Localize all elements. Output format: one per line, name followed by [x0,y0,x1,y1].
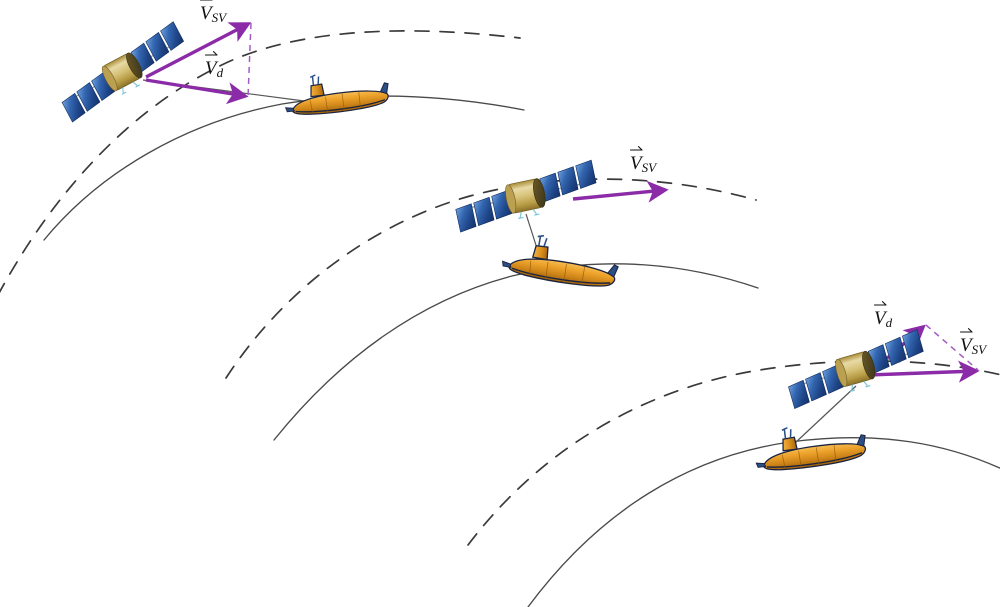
v-sv-vector-2 [572,180,669,203]
submarine-2-conning-tower [531,244,549,261]
vector-harpoon-icon [200,0,213,1]
submarine-1-periscope-mast [309,74,320,85]
line-of-sight-group [142,79,857,444]
submarine-1-conning-tower [310,83,325,98]
satellite-2-solar-array-left [455,190,513,233]
vector-harpoon-icon [960,328,973,333]
projection-dash-3 [925,324,979,371]
v-d-label-1-sub: d [216,65,224,80]
group-2-vectors [572,180,669,203]
satellite-3-solar-array-left [788,364,844,409]
submarine-2-hull [508,258,616,287]
v-sv-label-1-base: V [200,0,213,23]
v-sv-vector-3 [868,360,980,383]
orbit-track-3 [467,360,1000,546]
submarine-3-periscope-mast [781,427,792,439]
submarine-3-stern-rudder [856,434,866,447]
satellite-1-antenna [121,81,141,95]
satellite-1-body [101,52,143,92]
submarine-1-hull [292,90,389,115]
v-sv-vector-1 [145,22,252,79]
v-d-label-3-base: V [874,301,887,328]
v-d-label-3-sub: d [885,315,893,330]
orbit-track-2 [225,178,757,379]
submarine-2-hull-ribs [529,260,586,284]
satellite-2-body [505,178,546,214]
submarine-2-waterline [511,267,611,284]
v-sv-label-3-base: V [960,328,973,355]
line-of-sight-3 [794,385,857,444]
v-sv-label-2-base: V [630,146,643,173]
orbit-track-1 [0,30,521,294]
v-sv-label-3-sub: SV [971,342,987,357]
submarine-2[interactable] [501,229,622,291]
v-sv-label-1-sub: SV [211,10,227,25]
submarine-1-bow-plane [284,107,296,113]
submarine-1-waterline [295,99,386,113]
surface-track-2 [273,263,759,441]
submarine-3-conning-tower [782,436,798,452]
satellite-1-solar-array-right [130,21,185,73]
track-curves [0,30,1000,607]
submarine-1-hull-ribs [309,91,361,114]
v-d-vector-1 [145,78,249,105]
surface-track-1 [43,95,525,241]
projection-dash-1 [247,22,252,98]
submarine-2-bow-plane [502,260,512,268]
submarine-2-periscope-mast [537,234,548,247]
vector-harpoon-icon [630,146,643,151]
group-1-vectors [145,22,252,105]
submarine-3-waterline [766,452,863,468]
satellite-3-solar-array-right [867,329,924,374]
submarine-1[interactable] [283,68,391,118]
surface-track-3 [527,437,1000,607]
satellite-1-solar-array-left [61,71,116,123]
satellite-3-antenna [849,380,871,392]
vector-harpoon-icon [874,301,887,306]
satellite-3-body [835,350,876,388]
v-sv-label-2-sub: SV [641,160,657,175]
submarine-1-stern-rudder [379,82,389,95]
satellite-2[interactable] [452,159,601,233]
satellite-2-solar-array-right [539,159,597,202]
vector-harpoon-icon [205,51,218,56]
submarine-3-hull-ribs [781,444,837,469]
v-d-label-1-base: V [205,51,218,78]
submarine-3-bow-plane [755,462,767,468]
satellite-2-antenna [518,208,540,220]
submarine-2-stern-rudder [606,264,619,278]
satellite-3[interactable] [783,329,929,409]
satellite-1[interactable] [53,21,193,123]
submarine-3[interactable] [752,418,868,473]
submarine-3-hull [763,443,867,471]
